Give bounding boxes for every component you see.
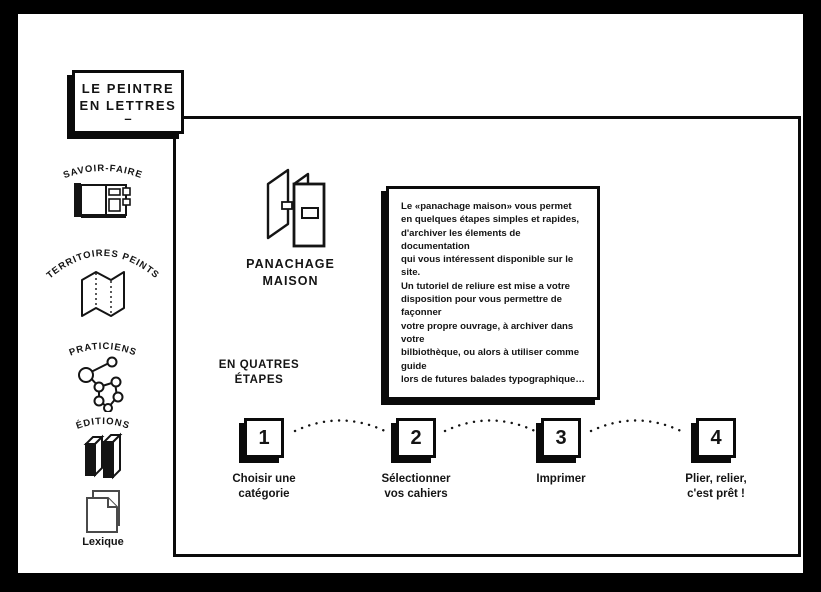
svg-text:ÉDITIONS: ÉDITIONS bbox=[75, 416, 132, 432]
booklets-icon bbox=[266, 168, 326, 248]
sidebar-item-territoires-peints[interactable]: TERRITOIRES PEINTS bbox=[38, 240, 168, 324]
logo-line-1: LE PEINTRE bbox=[81, 81, 175, 96]
step-box-4: 4 bbox=[696, 418, 736, 458]
step-label-2: Sélectionner vos cahiers bbox=[381, 473, 451, 500]
description-text: Le «panachage maison» vous permet en que… bbox=[401, 201, 585, 385]
books-icon bbox=[83, 432, 123, 480]
step-label-1: Choisir une catégorie bbox=[232, 473, 296, 500]
sidebar-item-praticiens[interactable]: PRATICIENS bbox=[46, 334, 160, 414]
editions-arc-label: ÉDITIONS bbox=[75, 416, 132, 432]
logo-dash: – bbox=[124, 111, 132, 126]
step-number: 3 bbox=[555, 426, 567, 449]
step-label-3: Imprimer bbox=[536, 473, 586, 485]
pages-icon bbox=[86, 490, 120, 533]
logo-line-2: EN LETTRES bbox=[79, 98, 177, 113]
step-box-2: 2 bbox=[396, 418, 436, 458]
svg-text:SAVOIR-FAIRE: SAVOIR-FAIRE bbox=[62, 163, 144, 181]
savoir-faire-arc-label: SAVOIR-FAIRE bbox=[62, 163, 144, 181]
dotted-arc-connector bbox=[443, 419, 537, 433]
open-book-icon bbox=[74, 183, 131, 218]
dotted-arc-connector bbox=[293, 419, 387, 433]
site-logo[interactable]: LE PEINTRE EN LETTRES – bbox=[72, 70, 184, 134]
network-icon bbox=[78, 356, 124, 412]
sidebar-item-lexique[interactable]: Lexique bbox=[63, 488, 143, 554]
sidebar-item-editions[interactable]: ÉDITIONS bbox=[53, 410, 153, 484]
praticiens-arc-label: PRATICIENS bbox=[68, 341, 138, 359]
step-number: 4 bbox=[710, 426, 722, 449]
description-box: Le «panachage maison» vous permet en que… bbox=[386, 186, 600, 401]
content-surface: LE PEINTRE EN LETTRES – SAVOIR-FAIRE bbox=[18, 14, 803, 573]
feature-title: PANACHAGE MAISON bbox=[246, 257, 335, 288]
sidebar-item-savoir-faire[interactable]: SAVOIR-FAIRE bbox=[40, 154, 166, 228]
step-label-4: Plier, relier, c'est prêt ! bbox=[685, 473, 747, 500]
dotted-arc-connector bbox=[589, 419, 683, 433]
step-box-1: 1 bbox=[244, 418, 284, 458]
folded-map-icon bbox=[81, 271, 125, 317]
step-number: 1 bbox=[258, 426, 270, 449]
step-box-3: 3 bbox=[541, 418, 581, 458]
steps-heading: EN QUATRES ÉTAPES bbox=[218, 359, 300, 386]
step-number: 2 bbox=[410, 426, 422, 449]
sidebar-item-label: Lexique bbox=[82, 536, 124, 548]
